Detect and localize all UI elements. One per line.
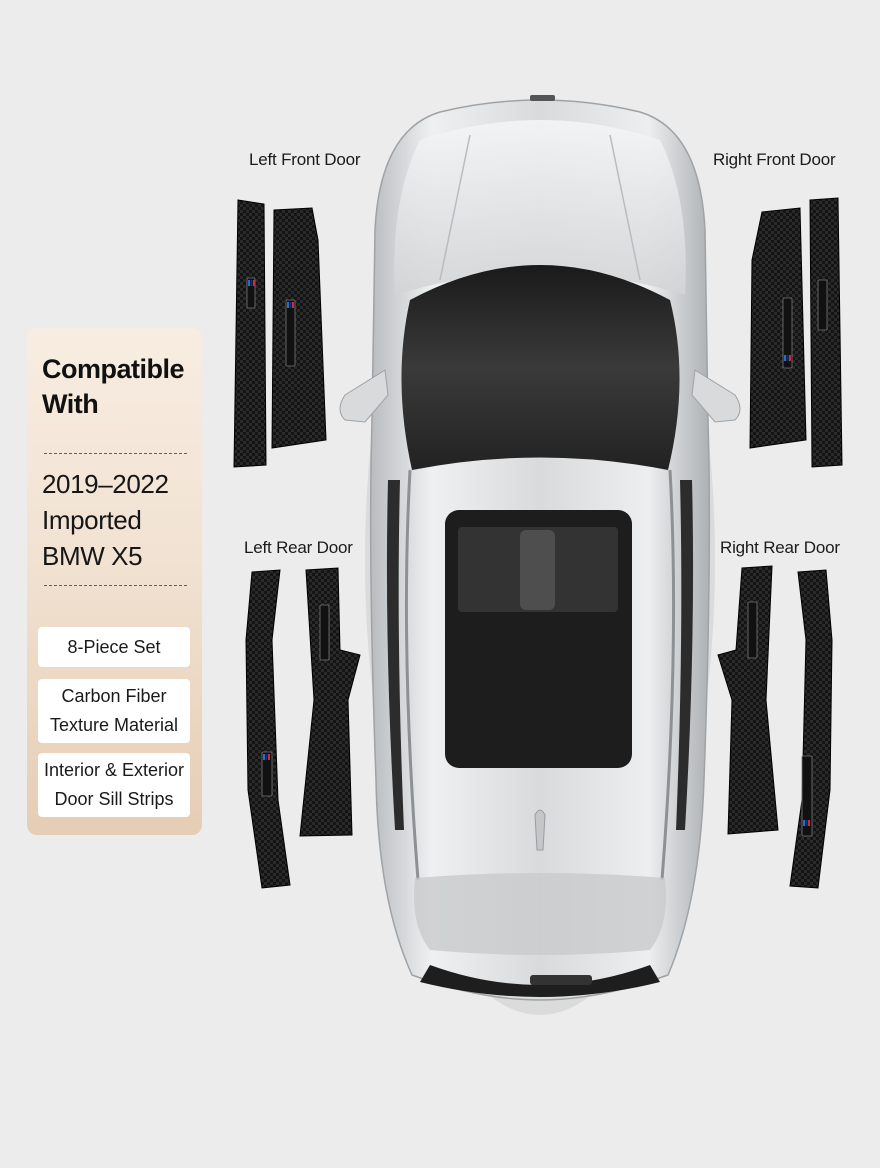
right-rear-sill-strips bbox=[717, 565, 833, 889]
left-rear-door-label: Left Rear Door bbox=[244, 538, 353, 557]
car-top-view bbox=[339, 95, 741, 1001]
right-front-sill-strips bbox=[749, 197, 843, 468]
vehicle-origin: Imported bbox=[42, 505, 142, 535]
right-rear-door-label: Right Rear Door bbox=[720, 538, 840, 557]
vehicle-model: BMW X5 bbox=[42, 541, 143, 571]
vehicle-years: 2019–2022 bbox=[42, 469, 169, 499]
feature-material: Carbon Fiber Texture Material bbox=[38, 679, 190, 743]
divider bbox=[44, 585, 187, 586]
feature-piece-count: 8-Piece Set bbox=[38, 627, 190, 667]
feature-text: Carbon Fiber bbox=[61, 686, 167, 706]
feature-text: Interior & Exterior bbox=[43, 760, 185, 780]
left-front-sill-strips bbox=[233, 199, 327, 468]
divider bbox=[44, 453, 187, 454]
compatibility-card: Compatible With 2019–2022 Imported BMW X… bbox=[27, 328, 202, 835]
feature-type: Interior & Exterior Door Sill Strips bbox=[38, 753, 190, 817]
compatibility-heading: Compatible With bbox=[42, 354, 185, 419]
left-front-door-label: Left Front Door bbox=[249, 150, 361, 169]
feature-text: Texture Material bbox=[49, 715, 179, 735]
feature-text: Door Sill Strips bbox=[54, 789, 174, 809]
vehicle-fitment: 2019–2022 Imported BMW X5 bbox=[42, 466, 202, 574]
left-rear-sill-strips bbox=[245, 567, 361, 889]
feature-text: 8-Piece Set bbox=[67, 636, 161, 657]
right-front-door-label: Right Front Door bbox=[713, 150, 836, 169]
